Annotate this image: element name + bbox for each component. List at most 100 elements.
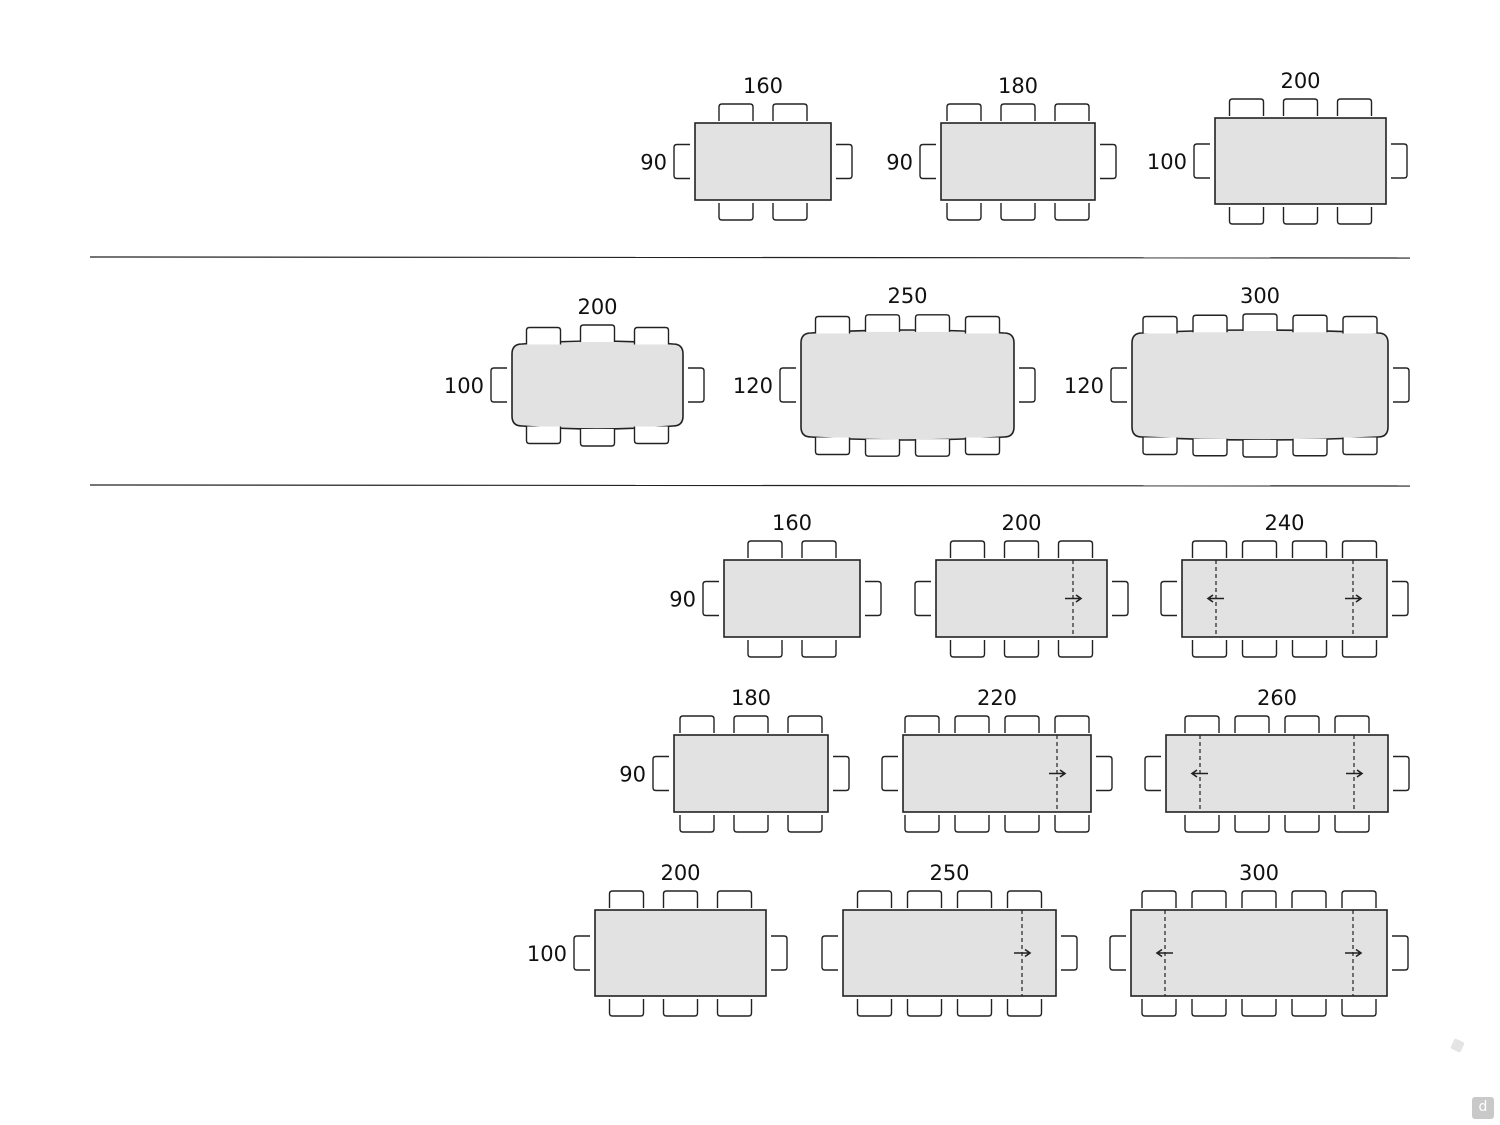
chair-top [956, 890, 993, 908]
chair-bottom [525, 426, 562, 445]
chair-top [1291, 540, 1328, 558]
table-top [1131, 329, 1389, 441]
length-label: 200 [660, 861, 700, 885]
chair-bottom [1234, 815, 1270, 833]
length-label: 180 [731, 686, 771, 710]
width-label: 90 [886, 151, 913, 175]
chair-end-left [1144, 755, 1161, 792]
width-label: 100 [527, 942, 567, 966]
chair-bottom [1242, 440, 1278, 458]
table-top [800, 329, 1015, 441]
chair-bottom [864, 439, 901, 457]
arrow-left-icon [1155, 948, 1173, 958]
chair-bottom [1291, 999, 1327, 1017]
chair-end-right [1019, 367, 1036, 403]
table-diagram: 220 [881, 686, 1113, 833]
chair-bottom [1054, 815, 1090, 833]
chair-top [1334, 715, 1370, 733]
chair-end-right [771, 935, 788, 971]
width-label: 120 [1064, 374, 1104, 398]
chair-bottom [814, 437, 851, 456]
length-label: 300 [1240, 284, 1280, 308]
chair-end-right [1392, 580, 1409, 617]
chair-bottom [1184, 815, 1220, 833]
chair-bottom [1141, 999, 1177, 1017]
chair-top [633, 326, 670, 345]
table-top [511, 340, 684, 430]
table-top [1214, 117, 1387, 205]
chair-top [1282, 98, 1319, 116]
chair-top [733, 715, 769, 733]
chair-bottom [1054, 203, 1090, 221]
chair-top [1004, 715, 1040, 733]
chair-top [1192, 314, 1228, 333]
width-label: 120 [733, 374, 773, 398]
chair-top [525, 326, 562, 345]
chair-end-right [1393, 367, 1410, 403]
chair-top [946, 103, 982, 121]
chair-end-left [1193, 143, 1210, 179]
chair-end-left [1109, 935, 1126, 971]
length-label: 240 [1264, 511, 1304, 535]
chair-top [608, 890, 645, 908]
length-label: 260 [1257, 686, 1297, 710]
chair-bottom [801, 640, 837, 658]
chair-top [716, 890, 753, 908]
chair-top [579, 324, 616, 342]
chair-bottom [954, 815, 990, 833]
table-top [594, 909, 767, 997]
chair-top [679, 715, 715, 733]
chair-bottom [906, 999, 943, 1017]
table-diagram: 200 100 [527, 861, 788, 1017]
chair-bottom [1004, 815, 1040, 833]
chair-end-right [1392, 935, 1409, 971]
table-diagram: 250 [821, 861, 1078, 1017]
chair-bottom [1000, 203, 1036, 221]
chair-top [964, 315, 1001, 334]
chair-bottom [1341, 640, 1378, 658]
chair-end-left [673, 143, 690, 180]
chair-bottom [1292, 438, 1328, 457]
arrow-left-icon [1190, 769, 1208, 778]
chair-top [1234, 715, 1270, 733]
chair-end-left [881, 755, 898, 792]
chair-end-right [836, 143, 853, 180]
chair-top [914, 314, 951, 332]
chair-bottom [718, 203, 754, 221]
chair-top [801, 540, 837, 558]
length-label: 160 [772, 511, 812, 535]
arrow-left-icon [1206, 594, 1224, 603]
chair-bottom [608, 999, 645, 1017]
chair-bottom [1241, 640, 1278, 658]
chair-top [954, 715, 990, 733]
chair-top [718, 103, 754, 121]
chair-bottom [904, 815, 940, 833]
arrow-right-icon [1345, 594, 1363, 603]
chair-bottom [1191, 640, 1228, 658]
chair-top [1291, 890, 1327, 908]
chair-end-right [1061, 935, 1078, 971]
arrow-right-icon [1065, 594, 1083, 603]
chair-end-left [1160, 580, 1177, 617]
width-label: 90 [640, 151, 667, 175]
chair-end-left [821, 935, 838, 971]
chair-end-left [779, 367, 796, 403]
arrow-right-icon [1049, 769, 1067, 778]
length-label: 200 [1280, 69, 1320, 93]
length-label: 300 [1239, 861, 1279, 885]
chair-top [1284, 715, 1320, 733]
chair-end-right [1391, 143, 1408, 179]
chair-top [906, 890, 943, 908]
arrow-right-icon [1345, 948, 1363, 958]
chair-top [1054, 715, 1090, 733]
chair-bottom [1191, 999, 1227, 1017]
length-label: 200 [1001, 511, 1041, 535]
chair-top [814, 315, 851, 334]
chair-bottom [733, 815, 769, 833]
